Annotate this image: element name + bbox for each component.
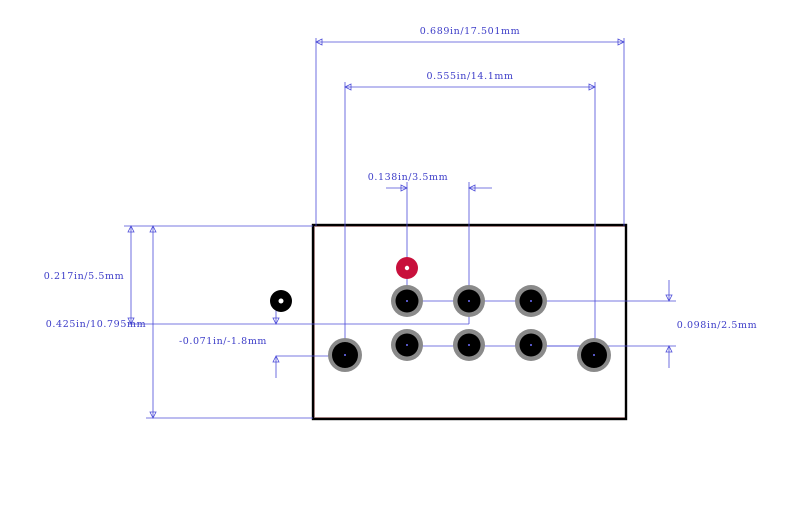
label-overall-width: 0.689in/17.501mm — [420, 26, 520, 37]
label-overall-height: 0.425in/10.795mm — [46, 319, 146, 330]
markers — [270, 257, 418, 312]
label-pin-pitch: 0.138in/3.5mm — [368, 172, 448, 183]
label-height-upper: 0.217in/5.5mm — [44, 271, 124, 282]
component-outline — [311, 223, 628, 421]
label-offset: -0.071in/-1.8mm — [179, 336, 267, 347]
body-outline — [311, 223, 628, 421]
dimension-labels: 0.689in/17.501mm 0.555in/14.1mm 0.138in/… — [44, 26, 757, 347]
dimension-lines — [124, 38, 676, 419]
pin1-marker-center — [404, 265, 410, 271]
fiducial-center — [278, 298, 284, 304]
label-mounting-pitch: 0.555in/14.1mm — [426, 71, 513, 82]
board-edge — [314, 226, 626, 418]
pad-center-marks — [344, 300, 595, 356]
label-row-pitch: 0.098in/2.5mm — [677, 320, 757, 331]
